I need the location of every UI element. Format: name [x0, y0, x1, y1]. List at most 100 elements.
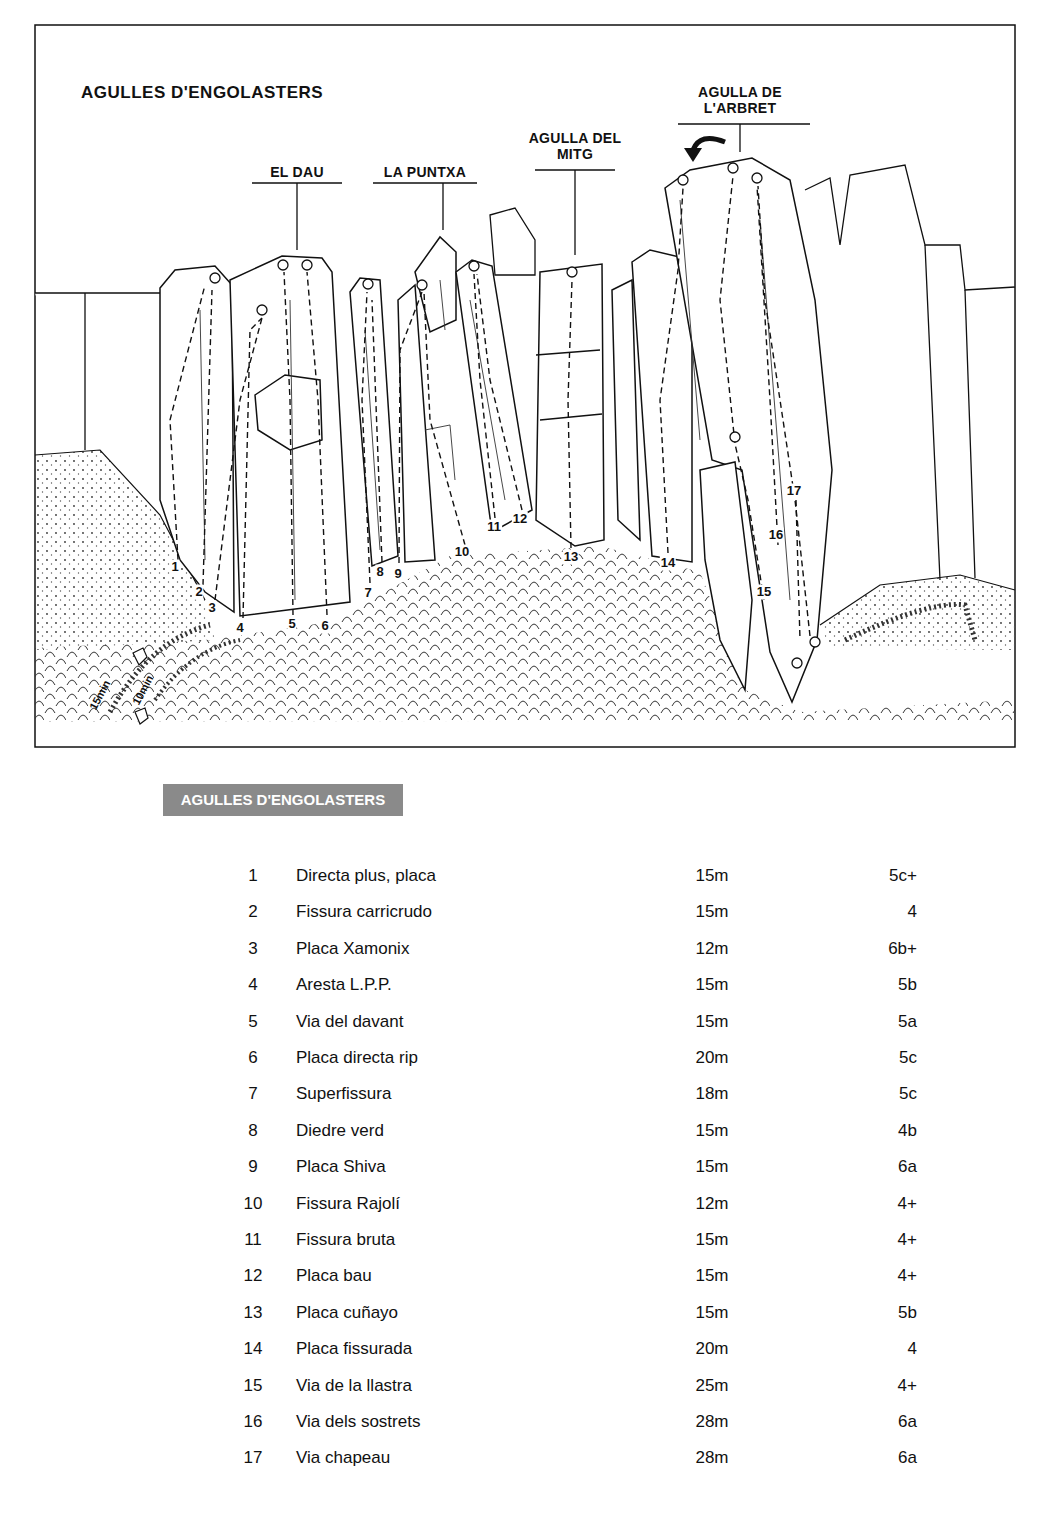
rock-pillars	[160, 158, 832, 702]
callout-number: 10	[454, 545, 470, 560]
table-grade: 4+	[898, 1230, 917, 1250]
table-route-number: 13	[244, 1303, 263, 1323]
approach-path	[110, 604, 975, 724]
peak-name: AGULLA DEL MITG	[528, 130, 623, 162]
table-route-number: 14	[244, 1339, 263, 1359]
peak-name: LA PUNTXA	[384, 164, 466, 180]
table-length: 28m	[695, 1412, 728, 1432]
table-route-number: 15	[244, 1376, 263, 1396]
table-route-name: Placa Xamonix	[296, 939, 409, 959]
table-grade: 4+	[898, 1194, 917, 1214]
callout-number: 8	[375, 565, 384, 580]
table-grade: 5b	[898, 975, 917, 995]
frame	[35, 25, 1015, 747]
header-band: AGULLES D'ENGOLASTERS	[163, 784, 403, 816]
approach-time: 15min	[87, 678, 113, 712]
table-route-name: Fissura bruta	[296, 1230, 395, 1250]
callout-number: 2	[194, 585, 203, 600]
table-route-number: 5	[248, 1012, 257, 1032]
table-route-name: Via chapeau	[296, 1449, 390, 1469]
table-grade: 5c	[899, 1085, 917, 1105]
table-route-name: Fissura carricrudo	[296, 903, 432, 923]
table-route-number: 1	[248, 866, 257, 886]
table-grade: 5b	[898, 1303, 917, 1323]
callout-number: 7	[363, 586, 372, 601]
descent-arrow	[684, 138, 725, 162]
callout-number: 4	[235, 621, 244, 636]
table-grade: 6a	[898, 1412, 917, 1432]
callout-number: 3	[207, 601, 216, 616]
callout-number: 15	[756, 585, 772, 600]
table-grade: 4	[908, 903, 917, 923]
table-route-name: Placa directa rip	[296, 1048, 418, 1068]
table-route-name: Placa Shiva	[296, 1157, 386, 1177]
table-length: 15m	[695, 866, 728, 886]
table-route-name: Via del davant	[296, 1012, 403, 1032]
rock-detail	[200, 200, 790, 600]
callout-number: 11	[486, 520, 502, 535]
table-length: 15m	[695, 1230, 728, 1250]
table-length: 15m	[695, 1267, 728, 1287]
table-route-number: 7	[248, 1085, 257, 1105]
table-route-name: Superfissura	[296, 1085, 391, 1105]
table-length: 12m	[695, 1194, 728, 1214]
table-length: 20m	[695, 1048, 728, 1068]
table-route-number: 12	[244, 1267, 263, 1287]
table-route-name: Placa bau	[296, 1267, 372, 1287]
callout-number: 17	[786, 484, 802, 499]
table-route-name: Placa fissurada	[296, 1339, 412, 1359]
table-length: 15m	[695, 903, 728, 923]
approach-time: 10min	[130, 673, 156, 707]
table-length: 15m	[695, 1157, 728, 1177]
table-route-name: Fissura Rajolí	[296, 1194, 400, 1214]
callout-number: 14	[660, 556, 676, 571]
table-grade: 4+	[898, 1376, 917, 1396]
table-grade: 4b	[898, 1121, 917, 1141]
table-route-name: Via de la llastra	[296, 1376, 412, 1396]
table-length: 20m	[695, 1339, 728, 1359]
callout-number: 12	[512, 512, 528, 527]
belay-anchors	[210, 163, 820, 668]
table-length: 15m	[695, 1121, 728, 1141]
peak-pointers	[252, 124, 810, 255]
diagram-title: AGULLES D'ENGOLASTERS	[81, 83, 323, 103]
table-grade: 6a	[898, 1449, 917, 1469]
peak-name: AGULLA DE L'ARBRET	[680, 84, 800, 116]
table-route-number: 6	[248, 1048, 257, 1068]
table-route-number: 3	[248, 939, 257, 959]
table-grade: 5c+	[889, 866, 917, 886]
callout-number: 1	[170, 560, 179, 575]
callout-number: 9	[393, 567, 402, 582]
table-route-name: Aresta L.P.P.	[296, 975, 392, 995]
callout-number: 5	[287, 617, 296, 632]
callout-number: 13	[563, 550, 579, 565]
table-length: 15m	[695, 1012, 728, 1032]
table-length: 18m	[695, 1085, 728, 1105]
table-route-number: 16	[244, 1412, 263, 1432]
table-route-number: 9	[248, 1157, 257, 1177]
table-route-number: 2	[248, 903, 257, 923]
table-route-number: 8	[248, 1121, 257, 1141]
table-grade: 5a	[898, 1012, 917, 1032]
table-route-name: Via dels sostrets	[296, 1412, 420, 1432]
table-grade: 5c	[899, 1048, 917, 1068]
table-grade: 6a	[898, 1157, 917, 1177]
table-route-number: 4	[248, 975, 257, 995]
table-route-name: Placa cuñayo	[296, 1303, 398, 1323]
table-route-number: 17	[244, 1449, 263, 1469]
table-route-number: 11	[244, 1230, 262, 1250]
table-grade: 4	[908, 1339, 917, 1359]
table-route-name: Directa plus, placa	[296, 866, 436, 886]
callout-number: 16	[768, 528, 784, 543]
callout-number: 6	[320, 619, 329, 634]
table-grade: 4+	[898, 1267, 917, 1287]
table-route-number: 10	[244, 1194, 263, 1214]
table-grade: 6b+	[888, 939, 917, 959]
table-length: 25m	[695, 1376, 728, 1396]
peak-name: EL DAU	[270, 164, 324, 180]
table-route-name: Diedre verd	[296, 1121, 384, 1141]
band-text: AGULLES D'ENGOLASTERS	[163, 791, 403, 808]
table-length: 28m	[695, 1449, 728, 1469]
